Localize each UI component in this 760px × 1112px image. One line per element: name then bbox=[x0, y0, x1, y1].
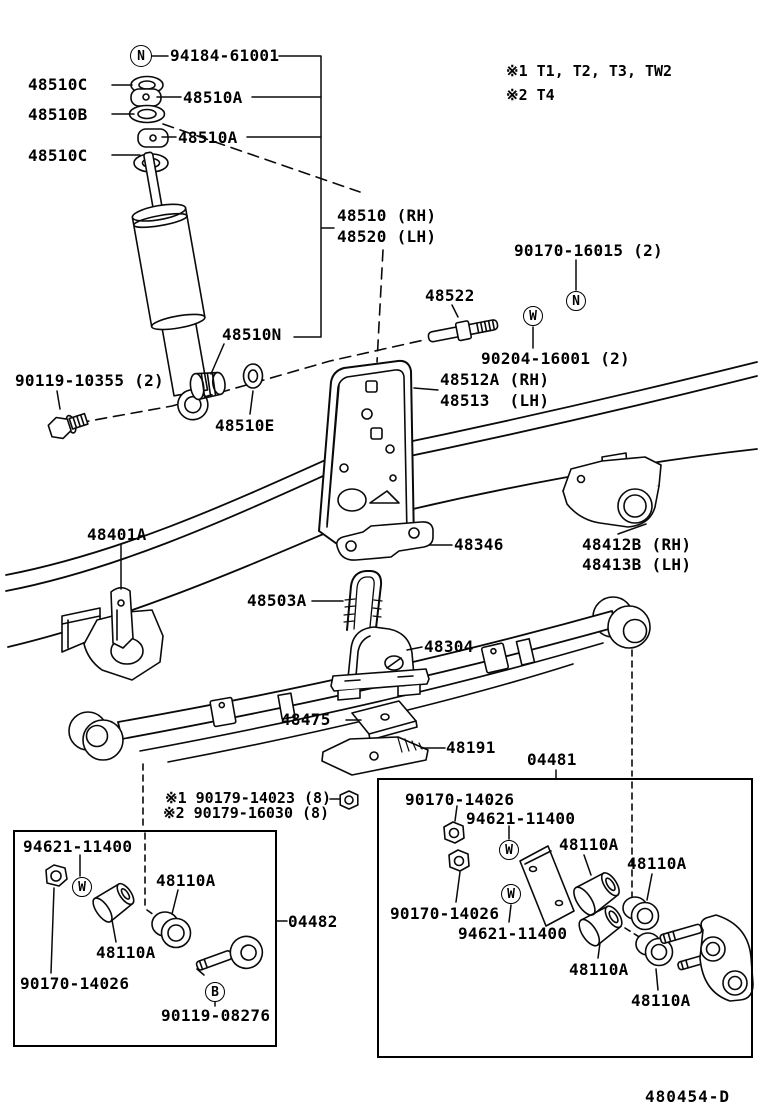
part-label-48522: 48522 bbox=[425, 286, 475, 305]
part-label-48401A: 48401A bbox=[87, 525, 147, 544]
nut-symbol-icon: N bbox=[566, 291, 586, 311]
part-label-48475: 48475 bbox=[281, 710, 331, 729]
part-label-94621-11400-left: 94621-11400 bbox=[23, 837, 133, 856]
part-label-94621-11400-right-1: 94621-11400 bbox=[466, 809, 576, 828]
washer-symbol-icon: W bbox=[523, 306, 543, 326]
box-label-04482: 04482 bbox=[288, 912, 338, 931]
part-label-48512A-rh: 48512A (RH) bbox=[440, 370, 550, 389]
part-label-48110A-right-4: 48110A bbox=[631, 991, 691, 1010]
part-label-94184-61001: 94184-61001 bbox=[170, 46, 280, 65]
washer-symbol-icon: W bbox=[499, 840, 519, 860]
part-label-48110A-right-1: 48110A bbox=[559, 835, 619, 854]
part-label-94621-11400-right-2: 94621-11400 bbox=[458, 924, 568, 943]
box-label-04481: 04481 bbox=[527, 750, 577, 769]
part-label-90170-14026-right-2: 90170-14026 bbox=[390, 904, 500, 923]
part-label-48510E: 48510E bbox=[215, 416, 275, 435]
part-label-48304: 48304 bbox=[424, 637, 474, 656]
part-label-48110A-left-1: 48110A bbox=[156, 871, 216, 890]
part-label-48510C-lower: 48510C bbox=[28, 146, 88, 165]
washer-symbol-icon: W bbox=[501, 884, 521, 904]
part-label-90119-10355: 90119-10355 (2) bbox=[15, 371, 164, 390]
washer-symbol-icon: W bbox=[72, 877, 92, 897]
drawing-code: 480454-D bbox=[645, 1087, 731, 1106]
part-label-48510B: 48510B bbox=[28, 105, 88, 124]
part-label-48110A-right-2: 48110A bbox=[627, 854, 687, 873]
part-label-48510A-upper: 48510A bbox=[183, 88, 243, 107]
part-label-48412B-rh: 48412B (RH) bbox=[582, 535, 692, 554]
detail-box-04482 bbox=[13, 830, 277, 1047]
part-label-48510-rh: 48510 (RH) bbox=[337, 206, 437, 225]
part-label-90204-16001: 90204-16001 (2) bbox=[481, 349, 630, 368]
part-label-48503A: 48503A bbox=[247, 591, 307, 610]
part-label-48191: 48191 bbox=[446, 738, 496, 757]
variant-note-1: ※1 T1, T2, T3, TW2 bbox=[506, 62, 673, 80]
variant-note-2: ※2 T4 bbox=[506, 86, 555, 104]
part-label-90170-14026-left: 90170-14026 bbox=[20, 974, 130, 993]
part-label-48413B-lh: 48413B (LH) bbox=[582, 555, 692, 574]
nut-symbol-icon: N bbox=[130, 45, 152, 67]
fastener-note-2: ※2 90179-16030 (8) bbox=[163, 804, 330, 822]
part-label-48110A-right-3: 48110A bbox=[569, 960, 629, 979]
fastener-note-1: ※1 90179-14023 (8) bbox=[165, 789, 332, 807]
detail-box-04481 bbox=[377, 778, 753, 1058]
part-label-48513-lh: 48513 (LH) bbox=[440, 391, 550, 410]
bolt-symbol-icon: B bbox=[205, 982, 225, 1002]
part-label-90170-16015: 90170-16015 (2) bbox=[514, 241, 663, 260]
part-label-90119-08276: 90119-08276 bbox=[161, 1006, 271, 1025]
part-label-48510N: 48510N bbox=[222, 325, 282, 344]
part-label-48520-lh: 48520 (LH) bbox=[337, 227, 437, 246]
part-label-48510A-lower: 48510A bbox=[178, 128, 238, 147]
part-label-48346: 48346 bbox=[454, 535, 504, 554]
part-label-90170-14026-right-1: 90170-14026 bbox=[405, 790, 515, 809]
part-label-48510C-upper: 48510C bbox=[28, 75, 88, 94]
part-label-48110A-left-2: 48110A bbox=[96, 943, 156, 962]
